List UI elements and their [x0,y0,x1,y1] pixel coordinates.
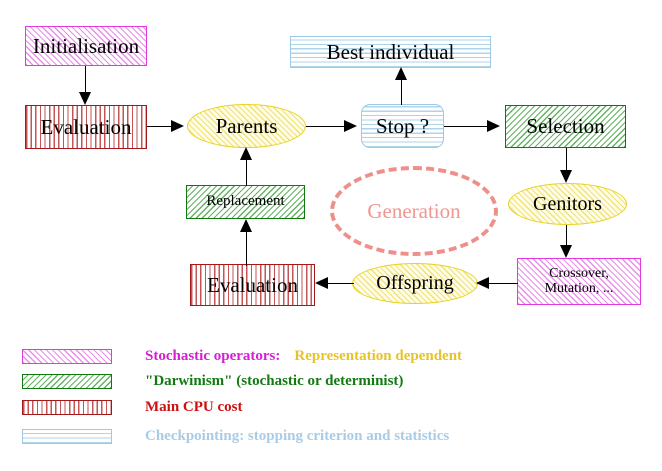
node-genitors[interactable]: Genitors [508,183,627,225]
node-offspring[interactable]: Offspring [352,263,478,304]
connector-stop-to-best [401,78,403,105]
connector-selection-to-genitors [566,148,568,172]
connector-crossover-to-offspring [487,283,518,285]
node-generation: Generation [330,166,498,256]
connector-eval-to-parents [147,126,173,128]
connector-genitors-to-crossover [566,225,568,247]
legend-row-stochastic: Stochastic operators: Representation depe… [22,348,462,365]
node-initialisation[interactable]: Initialisation [25,26,147,66]
node-evaluation-bottom[interactable]: Evaluation [190,264,315,306]
legend-swatch-blue-horizontal-hatch-icon [22,429,112,444]
connector-init-to-eval [85,66,87,94]
node-selection[interactable]: Selection [505,105,626,148]
node-crossover-mutation[interactable]: Crossover, Mutation, ... [517,258,641,305]
legend-label-checkpointing: Checkpointing: stopping criterion and st… [145,428,450,444]
legend-row-checkpointing: Checkpointing: stopping criterion and st… [22,428,449,445]
legend-label-stochastic-main: Stochastic operators: [145,348,281,364]
legend-row-darwinism: "Darwinism" (stochastic or determinist) [22,373,403,390]
arrowhead-stop-to-selection [487,120,500,132]
legend-label-cpu-cost: Main CPU cost [145,399,243,415]
connector-offspring-to-eval [326,283,354,285]
node-stop[interactable]: Stop ? [361,104,444,148]
legend-row-cpu-cost: Main CPU cost [22,399,243,416]
arrowhead-init-to-eval [79,92,91,105]
legend-label-darwinism: "Darwinism" (stochastic or determinist) [145,373,404,389]
arrowhead-eval-to-replacement [240,219,252,232]
legend-label-stochastic-extra: Representation dependent [294,348,463,364]
arrowhead-replacement-to-parents [240,147,252,160]
node-parents[interactable]: Parents [187,104,306,148]
arrowhead-stop-to-best [395,67,407,80]
arrowhead-crossover-to-offspring [476,277,489,289]
connector-parents-to-stop [306,126,346,128]
connector-replacement-to-parents [246,159,248,186]
legend-swatch-magenta-diagonal-hatch-icon [22,349,112,364]
connector-eval-to-replacement [246,230,248,266]
arrowhead-parents-to-stop [344,120,357,132]
arrowhead-selection-to-genitors [560,170,572,183]
legend-swatch-red-vertical-hatch-icon [22,400,112,415]
node-evaluation-top[interactable]: Evaluation [25,105,147,149]
legend-label-stochastic: Stochastic operators: Representation depe… [145,348,462,365]
node-replacement[interactable]: Replacement [186,185,305,219]
arrowhead-genitors-to-crossover [560,245,572,258]
legend-swatch-green-diagonal-hatch-icon [22,374,112,389]
node-best-individual[interactable]: Best individual [290,36,491,68]
connector-stop-to-selection [444,126,488,128]
arrowhead-offspring-to-eval [315,277,328,289]
arrowhead-eval-to-parents [171,120,184,132]
